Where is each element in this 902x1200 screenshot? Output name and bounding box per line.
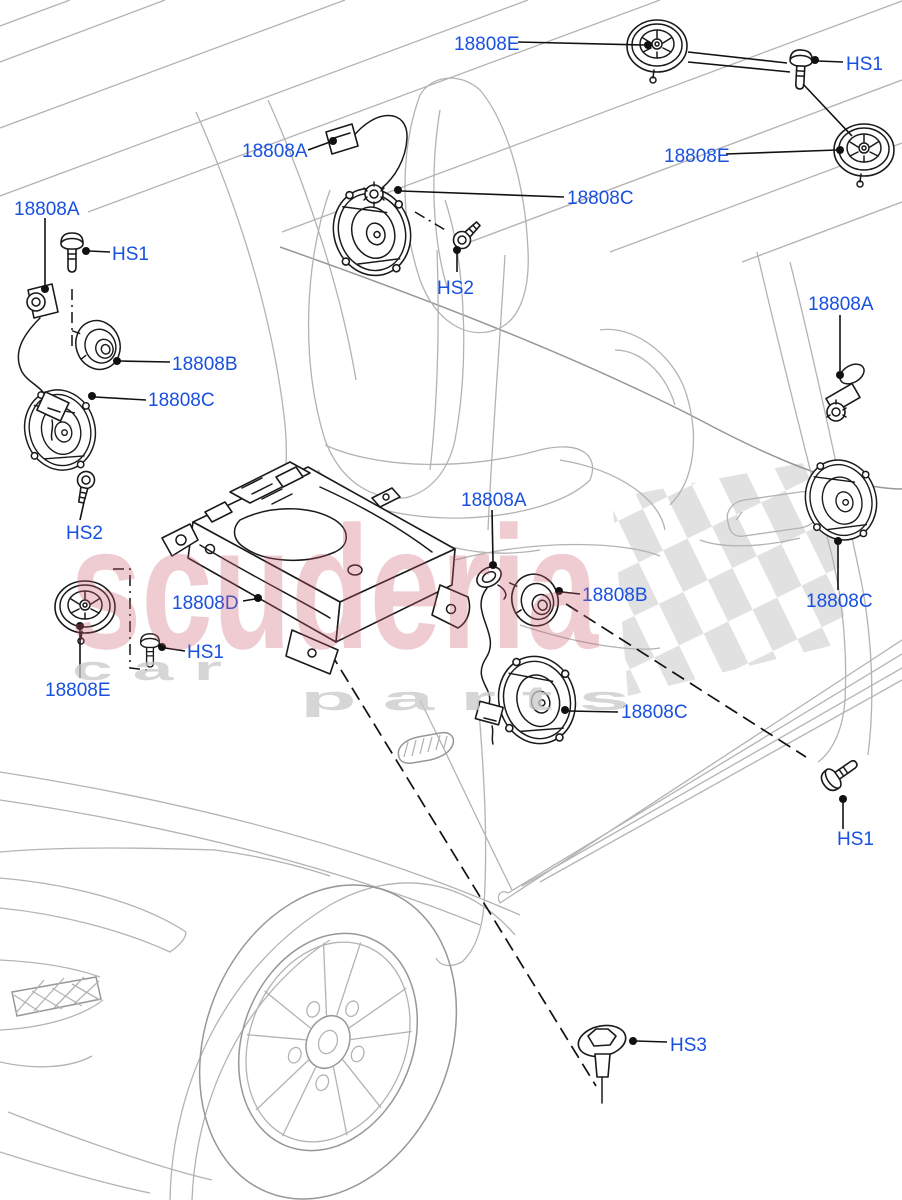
watermark-checkered-flag <box>612 458 846 696</box>
screw-hs3-floor <box>577 1024 627 1104</box>
watermark-text: scuderia c a r p a r t s <box>70 491 630 718</box>
callout-label-hs1-rear-right: HS1 <box>837 829 874 850</box>
roof-rail-lines <box>0 0 902 263</box>
beltline <box>279 246 902 490</box>
wiring-bracket-center <box>474 566 507 745</box>
small-speaker-left-front <box>68 313 128 377</box>
callout-label-hs1-roof: HS1 <box>846 54 883 75</box>
callout-label-e-roof-right: 18808E <box>664 146 730 167</box>
a-pillar-lines <box>195 99 357 496</box>
door-pillar-lines <box>699 251 873 763</box>
callout-label-hs2-top: HS2 <box>437 278 474 299</box>
watermark-secondary-left: c a r <box>72 650 222 688</box>
watermark-primary: scuderia <box>70 491 599 686</box>
callout-label-hs1-amplifier: HS1 <box>187 642 224 663</box>
leader-lines <box>41 41 853 1045</box>
callout-label-hs1-left-front: HS1 <box>112 244 149 265</box>
callout-label-c-left-front: 18808C <box>148 390 215 411</box>
wiring-bracket-rear-right <box>825 363 865 422</box>
grille-hatch <box>11 976 102 1017</box>
alignment-lines <box>71 211 807 1087</box>
tweeter-speaker-roof-right <box>833 123 895 188</box>
callout-label-e-roof-left: 18808E <box>454 34 520 55</box>
callout-label-a-rear-right: 18808A <box>808 294 874 315</box>
wiring-bracket-seat <box>325 114 408 207</box>
callout-label-c-rear-right: 18808C <box>806 591 873 612</box>
callout-label-a-seat: 18808A <box>242 141 308 162</box>
callout-label-hs2-left-front: HS2 <box>66 523 103 544</box>
wheel-arch <box>169 882 516 1200</box>
front-wheel <box>198 884 458 1200</box>
screw-hs1-rear-right <box>817 752 864 795</box>
callout-label-a-center: 18808A <box>461 490 527 511</box>
screw-hs1-left-front <box>60 232 84 273</box>
rocker-sill-lines <box>497 639 902 904</box>
callout-label-e-left-front: 18808E <box>45 680 111 701</box>
callout-label-c-door-bottom: 18808C <box>621 702 688 723</box>
watermark-secondary-right: p a r t s <box>300 680 630 718</box>
front-end-lines <box>0 771 521 1194</box>
callout-label-a-left-front: 18808A <box>14 199 80 220</box>
wiring-bracket-left-front <box>17 283 70 441</box>
callout-label-d-amplifier: 18808D <box>172 593 239 614</box>
amplifier-18808d <box>161 461 471 675</box>
callout-label-hs3-floor: HS3 <box>670 1035 707 1056</box>
callout-label-b-center: 18808B <box>582 585 648 606</box>
screw-hs1-roof <box>787 48 814 91</box>
callout-label-c-door-top: 18808C <box>567 188 634 209</box>
callout-label-b-left-front: 18808B <box>172 354 238 375</box>
fender-vent <box>397 731 455 764</box>
tweeter-speaker-roof-left <box>626 19 688 84</box>
